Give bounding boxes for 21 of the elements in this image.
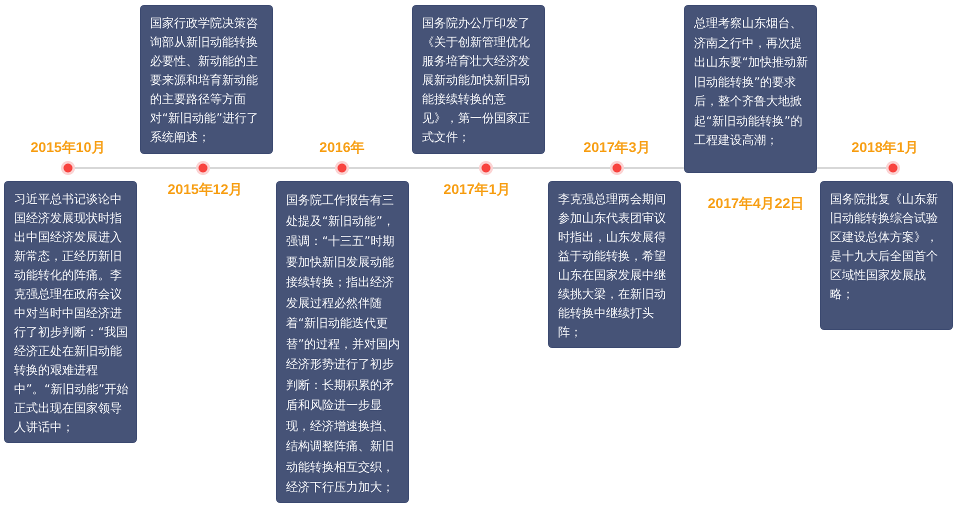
- event-description: 国家行政学院决策咨询部从新旧动能转换必要性、新动能的主要来源和培育新动能的主要路径等方面对“新旧动能”进行了系统阐述；: [150, 15, 260, 146]
- date-label: 2015年12月: [168, 180, 242, 198]
- event-card: [276, 181, 409, 502]
- date-label: 2017年1月: [444, 180, 510, 198]
- event-card: [140, 5, 273, 154]
- date-label: 2018年1月: [852, 138, 918, 156]
- date-label: 2017年3月: [584, 138, 650, 156]
- event-description: 李克强总理两会期间参加山东代表团审议时指出，山东发展得益于动能转换，希望山东在国家发展中继续挑大梁，在新旧动能转换中继续打头阵；: [558, 191, 667, 341]
- event-description: 国务院工作报告有三处提及“新旧动能”，强调：“十三五”时期要加快新旧发展动能接续转换；指出经济发展过程必然伴随着“新旧动能迭代更替”的过程，并对国内经济形势进行了初步判断：长期积累的矛盾和风险进一步显现，经济增速换挡、结构调整阵痛、新旧动能转换相互交织，经济下行压力加大；: [286, 192, 401, 496]
- event-card: [412, 5, 545, 154]
- event-card: [820, 181, 953, 330]
- date-label: 2017年4月22日: [708, 194, 804, 212]
- event-card: [684, 5, 817, 173]
- event-description: 总理考察山东烟台、济南之行中，再次提出山东要“加快推动新旧动能转换”的要求后，整个齐鲁大地掀起“新旧动能转换”的工程建设高潮；: [694, 15, 809, 149]
- event-card: [4, 181, 137, 443]
- date-label: 2016年: [319, 138, 365, 156]
- date-label: 2015年10月: [30, 138, 106, 156]
- event-card: [548, 181, 681, 348]
- event-description: 习近平总书记谈论中国经济发展现状时指出中国经济发展进入新常态，正经历新旧动能转化的阵痛。李克强总理在政府会议中对当时中国经济进行了初步判断：“我国经济正处在新旧动能转换的艰难进程中”。“新旧动能”开始正式出现在国家领导人讲话中；: [14, 191, 129, 436]
- event-description: 国务院批复《山东新旧动能转换综合试验区建设总体方案》，是十九大后全国首个区域性国家发展战略；: [830, 191, 939, 303]
- event-description: 国务院办公厅印发了《关于创新管理优化服务培育壮大经济发展新动能加快新旧动能接续转换的意见》，第一份国家正式文件；: [422, 15, 531, 146]
